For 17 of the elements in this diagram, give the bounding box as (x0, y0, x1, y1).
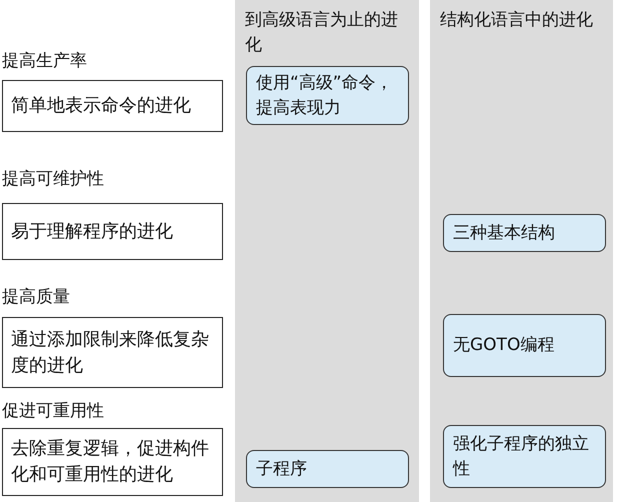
column-band (235, 0, 419, 502)
section-heading: 提高生产率 (2, 50, 87, 72)
process-box: 三种基本结构 (443, 214, 606, 252)
text-box: 简单地表示命令的进化 (2, 80, 223, 132)
column-heading: 结构化语言中的进化 (440, 9, 594, 32)
text-box: 通过添加限制来降低复杂度的进化 (2, 317, 223, 388)
section-heading: 促进可重用性 (2, 400, 104, 422)
column-band (430, 0, 613, 502)
text-box: 去除重复逻辑，促进构件化和可重用性的进化 (2, 428, 223, 496)
process-box: 强化子程序的独立性 (443, 425, 606, 488)
text-box: 易于理解程序的进化 (2, 203, 223, 260)
process-box: 无GOTO编程 (443, 314, 606, 377)
process-box: 子程序 (246, 450, 409, 488)
section-heading: 提高质量 (2, 286, 70, 308)
section-heading: 提高可维护性 (2, 168, 104, 190)
column-heading: 到高级语言为止的进化 (245, 9, 399, 57)
process-box: 使用“高级”命令，提高表现力 (246, 66, 409, 125)
